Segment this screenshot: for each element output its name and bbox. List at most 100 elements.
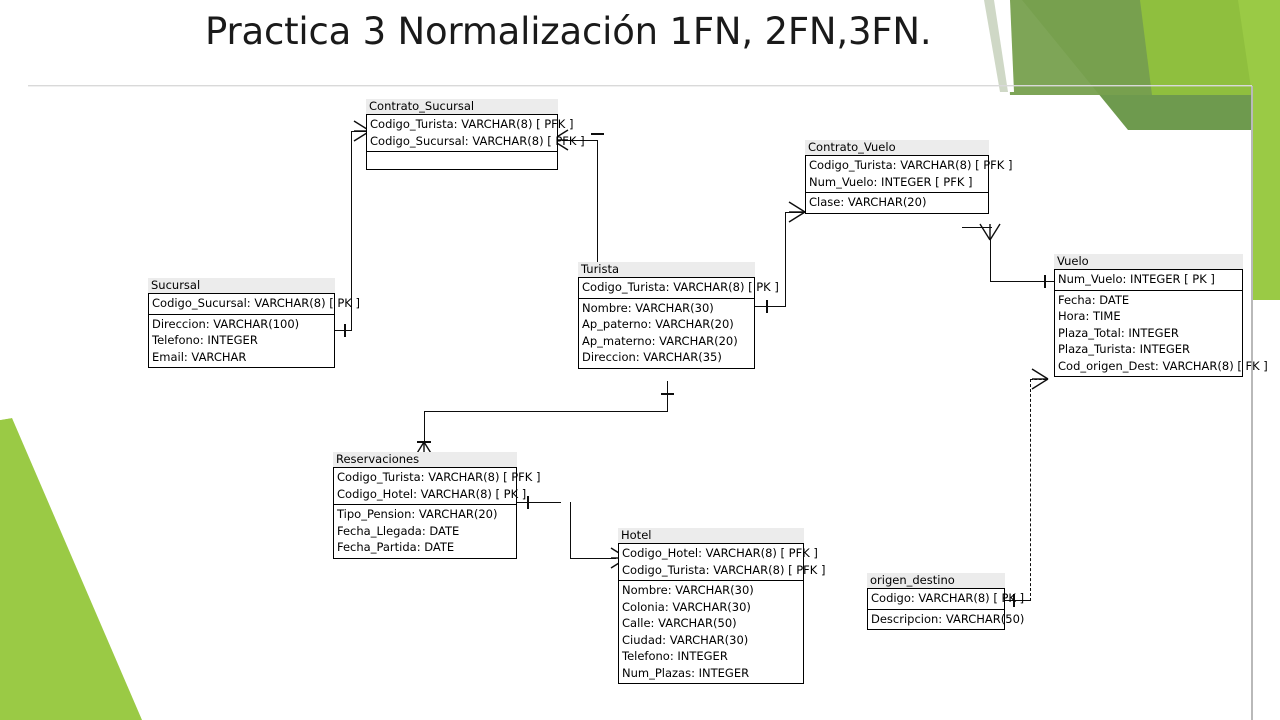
entity-body-vuelo: Num_Vuelo: INTEGER [ PK ] Fecha: DATE Ho… (1054, 269, 1268, 377)
connector-reserv-hotel-h2 (570, 558, 616, 560)
entity-keys-sucursal: Codigo_Sucursal: VARCHAR(8) [ PK ] (149, 294, 360, 314)
entity-reservaciones[interactable]: Reservaciones Codigo_Turista: VARCHAR(8)… (333, 452, 541, 559)
connector-sucursal-contrato-v (351, 131, 353, 331)
entity-body-reservaciones: Codigo_Turista: VARCHAR(8) [ PFK ] Codig… (333, 467, 541, 559)
connector-tick-reservaciones-right (527, 496, 529, 509)
connector-reserv-hotel-v (570, 502, 572, 559)
attribute-row: Telefono: INTEGER (152, 333, 258, 347)
connector-turista-reserv-v1 (667, 381, 669, 412)
attribute-row: Codigo_Sucursal: VARCHAR(8) [ PFK ] (370, 133, 585, 148)
entity-keys-origen-destino: Codigo: VARCHAR(8) [ PK ] (868, 589, 1024, 609)
entity-title-contrato-vuelo: Contrato_Vuelo (805, 140, 989, 155)
attribute-row: Codigo_Turista: VARCHAR(8) [ PFK ] (370, 117, 574, 131)
entity-title-reservaciones: Reservaciones (333, 452, 517, 467)
attribute-row: Direccion: VARCHAR(35) (582, 350, 722, 364)
connector-turista-contrato-suc-h (562, 140, 598, 142)
attribute-row: Num_Plazas: INTEGER (622, 665, 750, 680)
crowsfoot-vuelo-cod-origen (1031, 368, 1049, 390)
attribute-row: Fecha_Llegada: DATE (337, 523, 460, 538)
entity-body-sucursal: Codigo_Sucursal: VARCHAR(8) [ PK ] Direc… (148, 293, 360, 368)
entity-attributes-contrato-sucursal (367, 151, 557, 169)
attribute-row: Ciudad: VARCHAR(30) (622, 632, 749, 647)
connector-tick-turista-right (766, 300, 768, 313)
connector-origen-vuelo-h1 (1004, 600, 1030, 602)
attribute-row: Plaza_Turista: INTEGER (1058, 342, 1191, 356)
connector-tick-origen-destino (1013, 594, 1015, 607)
entity-vuelo[interactable]: Vuelo Num_Vuelo: INTEGER [ PK ] Fecha: D… (1054, 254, 1268, 377)
entity-body-contrato-sucursal: Codigo_Turista: VARCHAR(8) [ PFK ] Codig… (366, 114, 585, 170)
entity-keys-contrato-sucursal: Codigo_Turista: VARCHAR(8) [ PFK ] Codig… (367, 115, 585, 151)
entity-keys-contrato-vuelo: Codigo_Turista: VARCHAR(8) [ PFK ] Num_V… (806, 156, 1013, 192)
attribute-row: Codigo_Sucursal: VARCHAR(8) [ PK ] (152, 296, 360, 310)
entity-keys-reservaciones: Codigo_Turista: VARCHAR(8) [ PFK ] Codig… (334, 468, 541, 504)
attribute-row: Clase: VARCHAR(20) (809, 195, 927, 209)
attribute-row: Codigo_Turista: VARCHAR(8) [ PK ] (582, 280, 779, 294)
entity-attributes-origen-destino: Descripcion: VARCHAR(50) (868, 608, 1025, 630)
attribute-row: Nombre: VARCHAR(30) (622, 583, 754, 597)
attribute-row: Cod_origen_Dest: VARCHAR(8) [ FK ] (1058, 358, 1268, 373)
attribute-row: Num_Vuelo: INTEGER [ PFK ] (809, 174, 973, 189)
crowsfoot-contrato-vuelo-left (788, 201, 806, 223)
entity-hotel[interactable]: Hotel Codigo_Hotel: VARCHAR(8) [ PFK ] C… (618, 528, 826, 684)
connector-contrato-vuelo-vuelo-v (990, 240, 992, 282)
crowsfoot-contrato-vuelo-bottom (979, 223, 1001, 241)
entity-keys-turista: Codigo_Turista: VARCHAR(8) [ PK ] (579, 278, 779, 298)
connector-sucursal-contrato-h1 (334, 330, 352, 332)
attribute-row: Ap_paterno: VARCHAR(20) (582, 317, 734, 331)
page-title: Practica 3 Normalización 1FN, 2FN,3FN. (205, 10, 932, 53)
entity-keys-vuelo: Num_Vuelo: INTEGER [ PK ] (1055, 270, 1242, 290)
attribute-row: Ap_materno: VARCHAR(20) (582, 333, 738, 348)
connector-contrato-vuelo-vuelo-h1 (962, 227, 992, 229)
connector-turista-reserv-v2 (424, 411, 426, 444)
entity-turista[interactable]: Turista Codigo_Turista: VARCHAR(8) [ PK … (578, 262, 779, 369)
attribute-row: Codigo_Hotel: VARCHAR(8) [ PFK ] (622, 546, 818, 560)
attribute-row: Codigo_Turista: VARCHAR(8) [ PFK ] (337, 470, 541, 484)
entity-title-hotel: Hotel (618, 528, 804, 543)
entity-attributes-reservaciones: Tipo_Pension: VARCHAR(20) Fecha_Llegada:… (334, 504, 516, 558)
entity-attributes-turista: Nombre: VARCHAR(30) Ap_paterno: VARCHAR(… (579, 297, 754, 368)
attribute-row: Codigo_Hotel: VARCHAR(8) [ PK ] (337, 486, 527, 501)
entity-body-contrato-vuelo: Codigo_Turista: VARCHAR(8) [ PFK ] Num_V… (805, 155, 1013, 214)
attribute-row: Nombre: VARCHAR(30) (582, 300, 714, 315)
connector-tick-reservaciones-top (417, 441, 431, 443)
attribute-row: Colonia: VARCHAR(30) (622, 599, 751, 614)
entity-origen-destino[interactable]: origen_destino Codigo: VARCHAR(8) [ PK ]… (867, 573, 1025, 630)
attribute-row: Direccion: VARCHAR(100) (152, 316, 300, 331)
connector-turista-contrato-vuelo-v (785, 212, 787, 307)
attribute-row: Descripcion: VARCHAR(50) (871, 611, 1025, 626)
attribute-row: Email: VARCHAR (152, 349, 247, 364)
connector-turista-reserv-h (424, 411, 668, 413)
entity-title-sucursal: Sucursal (148, 278, 335, 293)
connector-tick-vuelo (1044, 275, 1046, 288)
entity-attributes-vuelo: Fecha: DATE Hora: TIME Plaza_Total: INTE… (1055, 289, 1268, 377)
connector-origen-vuelo-dashed (1030, 379, 1031, 601)
entity-title-turista: Turista (578, 262, 755, 277)
connector-turista-contrato-suc-v (597, 140, 599, 262)
entity-contrato-sucursal[interactable]: Contrato_Sucursal Codigo_Turista: VARCHA… (366, 99, 585, 170)
attribute-row: Num_Vuelo: INTEGER [ PK ] (1058, 272, 1215, 286)
connector-reserv-hotel-h1 (516, 502, 561, 504)
entity-attributes-contrato-vuelo: Clase: VARCHAR(20) (806, 192, 988, 213)
connector-tick-turista-top (591, 133, 604, 135)
attribute-row: Codigo_Turista: VARCHAR(8) [ PFK ] (622, 562, 826, 577)
attribute-row: Hora: TIME (1058, 309, 1121, 323)
connector-turista-contrato-vuelo-h1 (755, 306, 786, 308)
attribute-row: Codigo_Turista: VARCHAR(8) [ PFK ] (809, 158, 1013, 172)
attribute-row: Plaza_Total: INTEGER (1058, 325, 1179, 340)
attribute-row: Tipo_Pension: VARCHAR(20) (337, 507, 498, 521)
entity-title-origen-destino: origen_destino (867, 573, 1005, 588)
attribute-row: Telefono: INTEGER (622, 649, 728, 663)
connector-tick-sucursal (344, 324, 346, 337)
entity-keys-hotel: Codigo_Hotel: VARCHAR(8) [ PFK ] Codigo_… (619, 544, 826, 580)
entity-body-origen-destino: Codigo: VARCHAR(8) [ PK ] Descripcion: V… (867, 588, 1025, 630)
entity-title-contrato-sucursal: Contrato_Sucursal (366, 99, 558, 114)
attribute-row: Fecha: DATE (1058, 292, 1130, 307)
attribute-row: Fecha_Partida: DATE (337, 540, 455, 554)
attribute-row: Calle: VARCHAR(50) (622, 616, 737, 630)
entity-body-turista: Codigo_Turista: VARCHAR(8) [ PK ] Nombre… (578, 277, 779, 369)
entity-attributes-hotel: Nombre: VARCHAR(30) Colonia: VARCHAR(30)… (619, 580, 803, 683)
entity-sucursal[interactable]: Sucursal Codigo_Sucursal: VARCHAR(8) [ P… (148, 278, 360, 368)
entity-contrato-vuelo[interactable]: Contrato_Vuelo Codigo_Turista: VARCHAR(8… (805, 140, 1013, 214)
connector-tick-turista-bottom (661, 393, 674, 395)
